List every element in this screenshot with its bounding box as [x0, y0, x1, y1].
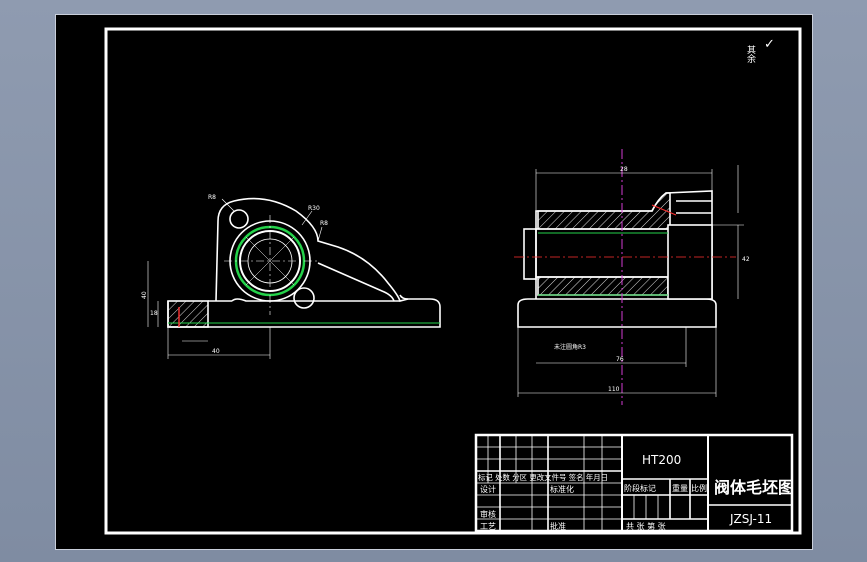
front-bottom-hole: [293, 287, 315, 309]
tb-scale: 比例: [691, 483, 707, 493]
front-base: [167, 294, 441, 328]
front-rib: [317, 262, 395, 302]
cad-drawing: 其余 ✓: [104, 27, 802, 535]
front-diag-2: [245, 236, 295, 286]
side-lower-section: [537, 276, 669, 296]
drawing-frame: [104, 27, 802, 535]
surface-roughness-note: 其余 ✓: [745, 37, 775, 64]
dim-bottom: 40: [212, 348, 220, 355]
tb-weight: 重量: [672, 483, 688, 493]
front-view: [147, 197, 441, 359]
side-red-line: [651, 204, 677, 216]
side-view: [514, 149, 744, 405]
dim-note: 未注圆角R3: [554, 343, 586, 351]
side-view-dimensions: 28 110 76 未注圆角R3 42: [554, 166, 750, 393]
front-view-dimensions: R8 R30 R8 40 18 40: [141, 194, 328, 355]
dim-length: 110: [608, 386, 620, 393]
dim-base: 18: [150, 310, 158, 317]
tb-designer: 设计: [480, 484, 496, 494]
dim-r-right: R30: [308, 205, 320, 212]
tb-drawing-number: JZSJ-11: [729, 512, 772, 526]
tb-review: 审核: [480, 509, 496, 519]
front-leader-1: [221, 198, 235, 212]
side-base: [517, 298, 717, 328]
title-block-text: 标记 处数 分区 更改文件号 签名 年月日 设计 标准化 审核 工艺 批准 HT…: [478, 453, 794, 531]
tb-material: HT200: [642, 453, 681, 467]
dim-r-top: R8: [208, 194, 216, 201]
dim-top: 28: [620, 166, 628, 173]
tb-standardize: 标准化: [550, 484, 574, 494]
tb-craft: 工艺: [480, 522, 496, 531]
tb-approve: 批准: [550, 521, 566, 531]
front-leader-3: [317, 226, 323, 242]
tb-drawing-name: 阀体毛坯图: [714, 478, 794, 497]
side-flange-left: [523, 228, 537, 280]
check-icon: ✓: [764, 37, 775, 52]
front-body-outline: [208, 197, 409, 302]
tb-revision-row: 标记 处数 分区 更改文件号 签名 年月日: [478, 473, 608, 482]
dim-inner: 76: [616, 356, 624, 363]
front-leader-2: [301, 210, 313, 226]
tb-stage-mark: 阶段标记: [624, 483, 656, 493]
drawing-canvas: 其余 ✓: [55, 14, 813, 550]
dim-r-side: R8: [320, 220, 328, 227]
side-upper-section: [537, 192, 671, 230]
title-block: [474, 433, 794, 533]
dim-right: 42: [742, 256, 750, 263]
side-end-cap: [667, 224, 713, 300]
front-top-hole: [229, 209, 249, 229]
surface-note-text: 其余: [745, 45, 756, 64]
tb-sheet: 共 张 第 张: [626, 521, 666, 531]
dim-height: 40: [141, 291, 148, 299]
